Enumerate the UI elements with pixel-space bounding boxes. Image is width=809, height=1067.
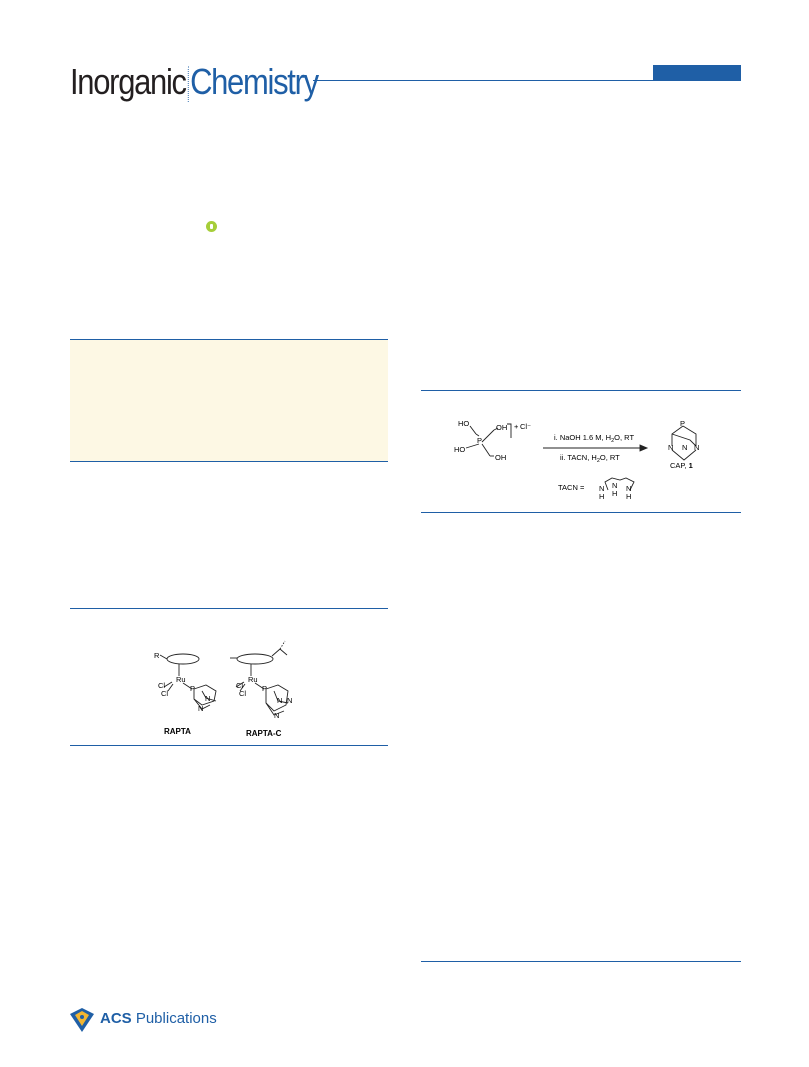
scheme1-cap-synthesis: HO OH P HO OH + Cl⁻ i. NaOH 1.6 M, H2O, … xyxy=(450,416,720,508)
thpc-oh1-label: OH xyxy=(496,423,507,432)
thpc-oh2-label: OH xyxy=(495,453,506,462)
rapta-cl1-label: Cl xyxy=(158,681,165,690)
cap-n1-label: N xyxy=(668,443,673,452)
cap-n2-label: N xyxy=(682,443,687,452)
rapta-c-p-label: P xyxy=(262,684,267,693)
rapta-p-label: P xyxy=(190,684,195,693)
cap-product-label: CAP, 1 xyxy=(670,461,693,470)
acs-emblem-icon xyxy=(70,1008,94,1032)
rapta-c-cl1-label: Cl xyxy=(236,681,243,690)
rapta-c-ru-label: Ru xyxy=(248,675,258,684)
tacn-h2-label: H xyxy=(612,489,617,498)
rapta-c-cl2-label: Cl xyxy=(239,689,246,698)
rapta-substituent-bond xyxy=(159,654,168,660)
abstract-box xyxy=(70,339,388,462)
tacn-h3-label: H xyxy=(626,492,631,501)
thpc-counterion-label: Cl⁻ xyxy=(520,422,531,431)
journal-title-part2: Chemistry xyxy=(190,61,319,102)
rapta-arene xyxy=(166,653,200,665)
tacn-n1-label: N xyxy=(599,484,604,493)
rapta-c-arene xyxy=(236,653,274,665)
rapta-c-n2-label: N xyxy=(277,696,282,705)
journal-title-part1: Inorganic xyxy=(70,61,187,102)
tacn-h1-label: H xyxy=(599,492,604,501)
cap-p-label: P xyxy=(680,419,685,428)
orcid-icon[interactable] xyxy=(206,221,217,232)
tacn-n2-label: N xyxy=(612,481,617,490)
column-bottom-rule xyxy=(421,961,741,962)
journal-title-divider xyxy=(187,66,189,102)
cap-synthesis-drawing: HO OH P HO OH + Cl⁻ i. NaOH 1.6 M, H2O, … xyxy=(454,419,699,501)
rapta-c-n3-label: N xyxy=(274,711,279,720)
thpc-charge-label: + xyxy=(514,422,519,431)
header-rule xyxy=(313,80,741,81)
rapta-c-n1-label: N xyxy=(287,696,292,705)
thpc-ho1-label: HO xyxy=(458,419,469,428)
scheme1-top-rule xyxy=(421,390,741,391)
rapta-structures-drawing: R Ru Cl Cl P N N Ru Cl Cl P N N N RAPTA … xyxy=(154,640,292,738)
rapta-label: RAPTA xyxy=(164,727,191,736)
thpc-p-label: P xyxy=(477,436,482,445)
publisher-logo[interactable]: ACS Publications xyxy=(68,1006,217,1034)
rapta-cl2-label: Cl xyxy=(161,689,168,698)
tacn-n3-label: N xyxy=(626,484,631,493)
rapta-n1-label: N xyxy=(205,694,210,703)
header-tab xyxy=(653,65,741,81)
figure1-top-rule xyxy=(70,608,388,609)
rapta-c-label: RAPTA-C xyxy=(246,729,282,738)
rapta-n2-label: N xyxy=(198,704,203,713)
rapta-ru-label: Ru xyxy=(176,675,186,684)
figure1-bottom-rule xyxy=(70,745,388,746)
reaction-step2: ii. TACN, H2O, RT xyxy=(560,453,620,464)
scheme1-bottom-rule xyxy=(421,512,741,513)
publisher-name: ACS Publications xyxy=(100,1010,217,1027)
rapta-substituent-label: R xyxy=(154,651,160,660)
reaction-step1: i. NaOH 1.6 M, H2O, RT xyxy=(554,433,634,444)
cap-n3-label: N xyxy=(694,443,699,452)
tacn-label: TACN = xyxy=(558,483,585,492)
thpc-ho2-label: HO xyxy=(454,445,465,454)
figure1-rapta: R Ru Cl Cl P N N Ru Cl Cl P N N N RAPTA … xyxy=(150,640,325,740)
